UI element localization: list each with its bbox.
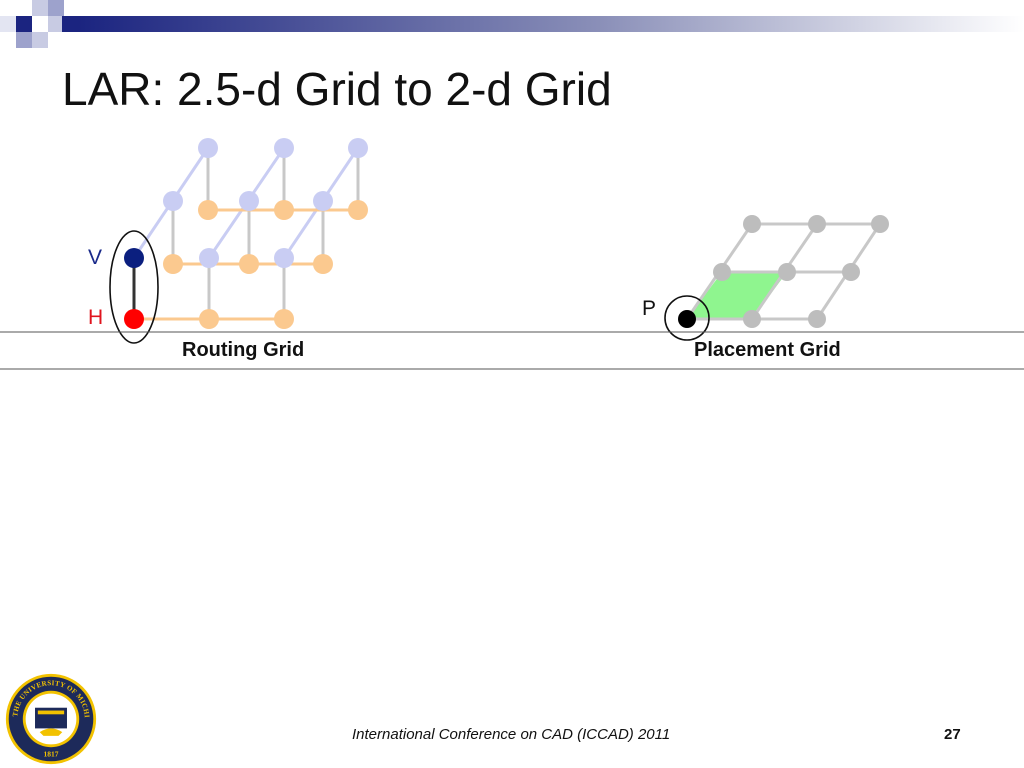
footer-conference: International Conference on CAD (ICCAD) … [352, 726, 671, 743]
v-label: V [88, 246, 103, 269]
p-highlight-circle [664, 295, 710, 341]
routing-grid [109, 138, 368, 344]
routing-horizontal-layer-nodes [163, 200, 368, 329]
seal-year: 1817 [43, 750, 58, 759]
p-pin-node [678, 310, 696, 328]
routing-vertical-layer-nodes [163, 138, 368, 268]
placement-nodes [713, 215, 889, 328]
pin-highlight-ellipse [109, 230, 159, 344]
v-pin-node [124, 248, 144, 268]
header-band [0, 0, 1024, 48]
header-squares [0, 0, 78, 48]
page-number: 27 [944, 726, 961, 743]
slide-title: LAR: 2.5-d Grid to 2-d Grid [62, 63, 612, 115]
routing-grid-caption: Routing Grid [182, 339, 305, 361]
placement-grid-caption: Placement Grid [694, 339, 841, 361]
h-pin-node [124, 309, 144, 329]
grid-diagram [0, 138, 1024, 370]
university-seal-logo: THE UNIVERSITY OF MICHIGAN 1817 [4, 672, 97, 765]
h-label: H [88, 306, 104, 329]
placement-grid [664, 215, 889, 341]
p-label: P [642, 297, 657, 320]
header-gradient-bar [78, 16, 1024, 32]
selected-cell [687, 272, 787, 319]
